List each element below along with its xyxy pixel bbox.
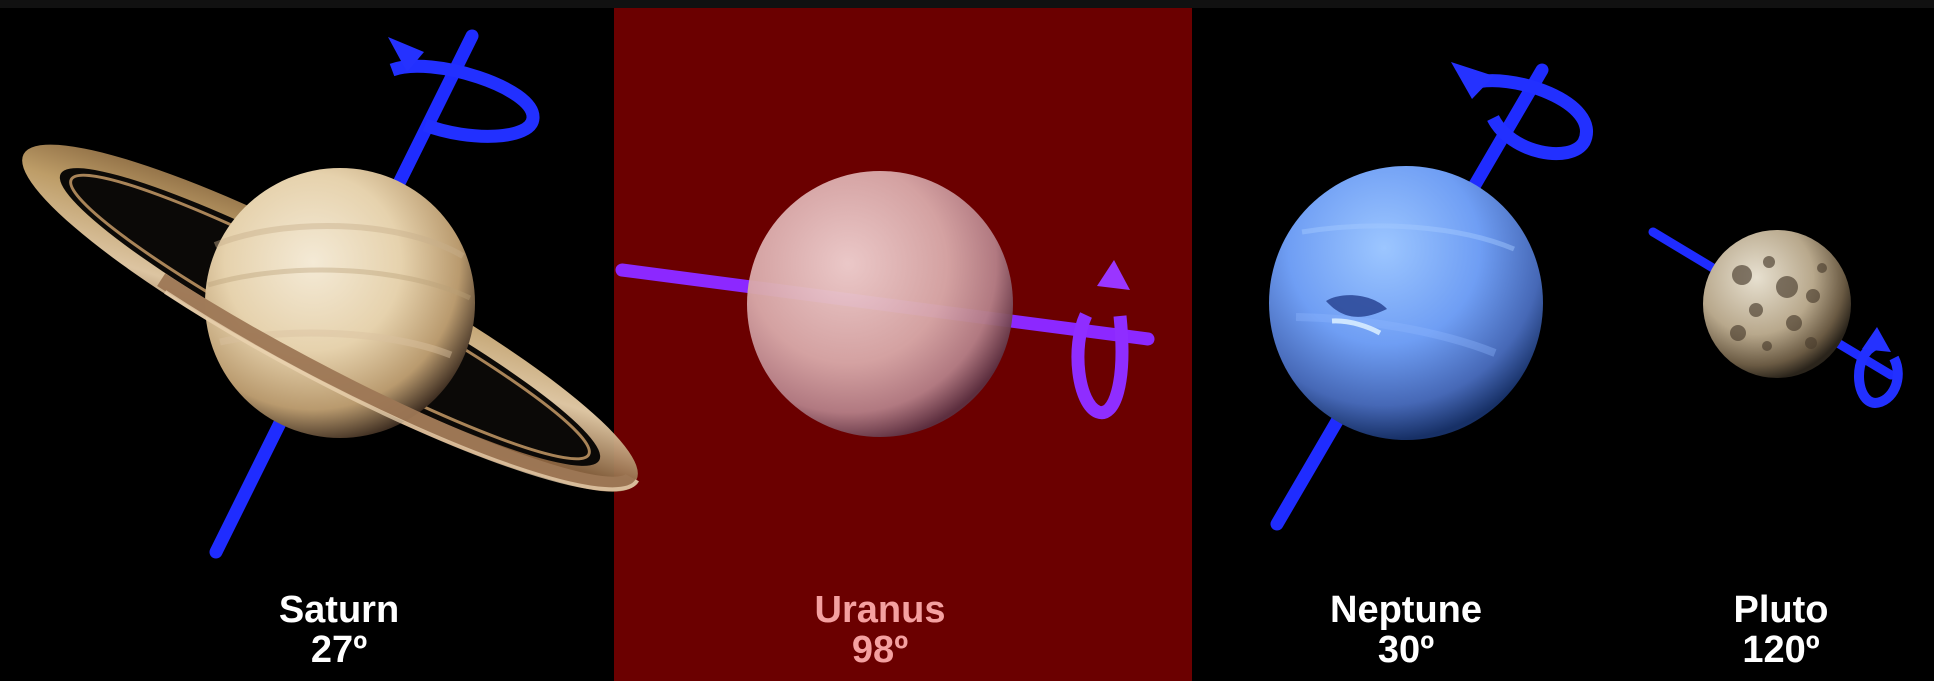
neptune-name: Neptune (1314, 591, 1498, 631)
uranus-illustration (622, 171, 1148, 437)
pluto-tilt: 120º (1710, 631, 1852, 671)
pluto-name: Pluto (1710, 591, 1852, 631)
pluto-illustration (1653, 230, 1898, 403)
uranus-name: Uranus (792, 591, 968, 631)
saturn-tilt: 27º (251, 631, 427, 671)
uranus-label: Uranus 98º (792, 591, 968, 671)
saturn-illustration (0, 36, 666, 552)
saturn-label: Saturn 27º (251, 591, 427, 671)
neptune-label: Neptune 30º (1314, 591, 1498, 671)
saturn-name: Saturn (251, 591, 427, 631)
uranus-tilt: 98º (792, 631, 968, 671)
pluto-label: Pluto 120º (1710, 591, 1852, 671)
neptune-tilt: 30º (1314, 631, 1498, 671)
neptune-illustration (1269, 62, 1587, 524)
